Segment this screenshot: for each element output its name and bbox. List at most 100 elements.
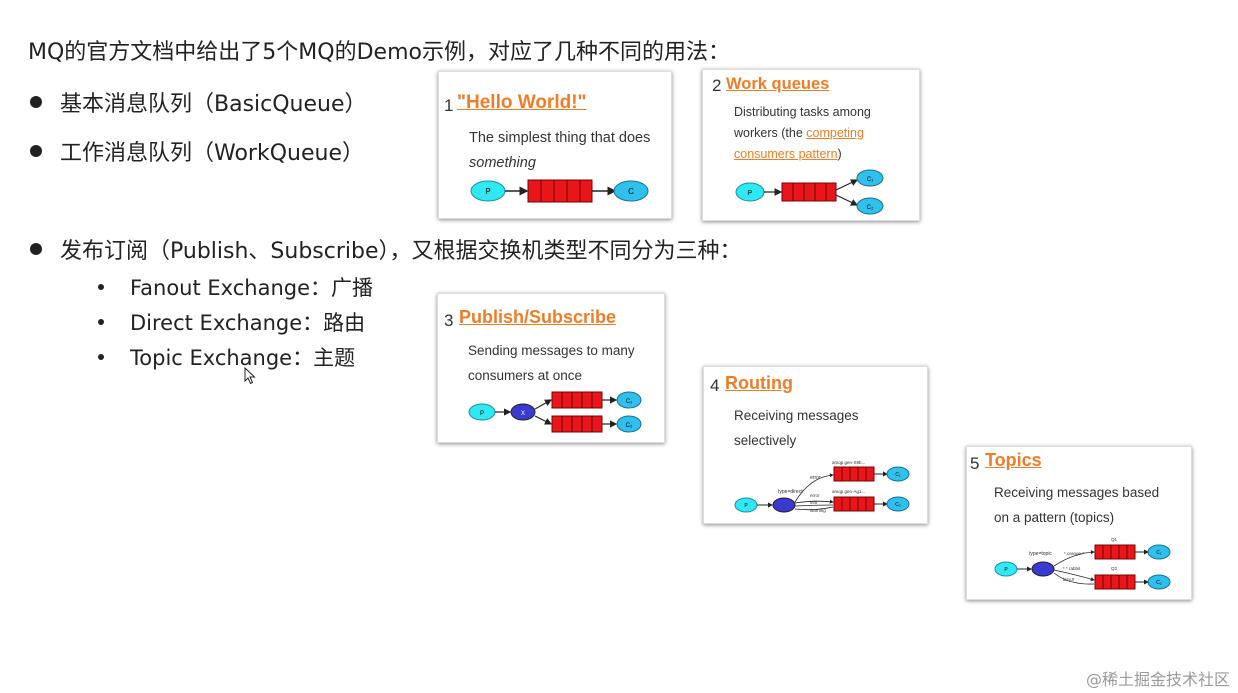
bullet-work-queue: 工作消息队列（WorkQueue）: [30, 135, 364, 167]
binding-arrow: [794, 506, 834, 511]
card-text: workers (the: [734, 126, 807, 140]
card-title-link[interactable]: Routing: [725, 373, 793, 393]
topic-type-label: type=topic: [1029, 551, 1052, 557]
card-description-line: workers (the competing: [734, 123, 864, 144]
producer-label: P: [1004, 567, 1008, 573]
card-publish-subscribe: 3 Publish/Subscribe Sending messages to …: [437, 293, 665, 443]
binding-label: info: [810, 500, 818, 505]
consumer-node: [616, 391, 642, 409]
card-description: consumers at once: [468, 368, 583, 383]
queue-name-label: amqp.gen-S9b...: [832, 460, 865, 465]
consumer-node: [856, 197, 884, 215]
consumer-node: [1147, 544, 1171, 560]
queue: [551, 415, 603, 433]
card-title-link[interactable]: "Hello World!": [457, 92, 587, 113]
card-hello-world: 1 "Hello World!" The simplest thing that…: [438, 71, 672, 219]
consumer-label: C₁: [867, 177, 873, 183]
queue: [527, 179, 593, 203]
card-description-italic: something: [469, 155, 536, 171]
card-number: 3: [444, 311, 454, 330]
consumers-pattern-link[interactable]: consumers pattern: [734, 147, 838, 161]
work-queues-diagram: P C₁ C₂: [735, 169, 884, 215]
binding-arrow: [794, 473, 834, 503]
card-title-link[interactable]: Publish/Subscribe: [459, 307, 617, 327]
bullet-basic-queue: 基本消息队列（BasicQueue）: [30, 86, 367, 118]
producer-label: P: [485, 187, 490, 196]
sub-bullet-text: Topic Exchange：主题: [130, 346, 356, 370]
sub-bullet-dot: [98, 319, 104, 325]
bullet-text: 工作消息队列（WorkQueue）: [60, 141, 364, 166]
slide-heading: MQ的官方文档中给出了5个MQ的Demo示例，对应了几种不同的用法：: [28, 40, 730, 65]
queue: [1094, 544, 1136, 560]
exchange-label: X: [521, 411, 525, 417]
card-work-queues: 2 Work queues Distributing tasks among w…: [702, 69, 920, 221]
routing-diagram: P type=direct error error info warning a…: [734, 460, 910, 513]
consumer-label: C₁: [895, 472, 901, 478]
arrow: [835, 194, 859, 206]
binding-arrow: [794, 504, 834, 507]
bullet-dot: [30, 243, 42, 255]
consumer-label: C₂: [626, 423, 633, 429]
publish-subscribe-diagram: P X C₁ C₂: [468, 391, 642, 433]
queue-name-label: Q2: [1111, 566, 1118, 571]
consumer-node: [616, 415, 642, 433]
card-description: Receiving messages based: [994, 485, 1160, 500]
queue: [781, 182, 837, 202]
sub-bullet-text: Direct Exchange：路由: [130, 311, 366, 335]
binding-label: *.*.rabbit: [1063, 566, 1081, 571]
producer-label: P: [480, 411, 484, 417]
binding-label: warning: [810, 508, 826, 513]
queue: [551, 391, 603, 409]
card-description: Sending messages to many: [468, 343, 635, 358]
consumer-node: [856, 169, 884, 187]
consumer-label: C₂: [1156, 580, 1162, 586]
consumer-node: [886, 466, 910, 482]
producer-label: P: [748, 190, 753, 197]
arrow: [534, 399, 553, 410]
bullet-text: 发布订阅（Publish、Subscribe），又根据交换机类型不同分为三种：: [60, 239, 742, 264]
competing-link[interactable]: competing: [806, 126, 864, 140]
card-routing: 4 Routing Receiving messages selectively…: [703, 366, 928, 524]
card-number: 2: [712, 76, 722, 95]
binding-arrow: [794, 499, 834, 504]
consumer-label: C₁: [626, 399, 632, 405]
bullet-text: 基本消息队列（BasicQueue）: [60, 92, 367, 117]
card-title-link[interactable]: Topics: [985, 450, 1042, 470]
bullet-dot: [30, 145, 42, 157]
card-description-line: consumers pattern): [734, 144, 842, 165]
consumer-label: C: [628, 187, 634, 196]
consumer-node: [613, 180, 649, 202]
queue: [833, 496, 875, 512]
sub-bullet-text: Fanout Exchange：广播: [130, 276, 374, 300]
arrow: [835, 179, 859, 191]
hello-world-diagram: P C: [470, 179, 649, 203]
binding-label: *.orange.*: [1064, 551, 1084, 556]
sub-bullet-dot: [98, 354, 104, 360]
consumer-label: C₂: [867, 205, 874, 211]
card-number: 5: [970, 454, 980, 473]
card-title-link[interactable]: Work queues: [726, 75, 830, 93]
exchange-node: [510, 403, 536, 421]
consumer-node: [886, 496, 910, 512]
bullet-dot: [30, 96, 42, 108]
sub-bullet-topic: Topic Exchange：主题: [98, 342, 355, 372]
card-description: on a pattern (topics): [994, 510, 1115, 525]
queue: [833, 466, 875, 482]
card-description: The simplest thing that does: [469, 130, 651, 146]
sub-bullet-dot: [98, 284, 104, 290]
card-number: 1: [444, 96, 454, 115]
producer-label: P: [744, 503, 748, 509]
sub-bullet-direct: Direct Exchange：路由: [98, 307, 365, 337]
exchange-node: [772, 497, 796, 513]
binding-label: lazy.#: [1063, 577, 1075, 582]
binding-arrow: [1053, 550, 1095, 567]
bullet-publish-subscribe: 发布订阅（Publish、Subscribe），又根据交换机类型不同分为三种：: [30, 233, 742, 265]
card-description: selectively: [734, 433, 797, 448]
queue-name-label: Q1: [1111, 537, 1118, 542]
queue: [1094, 574, 1136, 590]
binding-label: error: [810, 493, 820, 498]
routing-type-label: type=direct: [778, 489, 803, 495]
mouse-cursor-icon: [244, 367, 256, 385]
sub-bullet-fanout: Fanout Exchange：广播: [98, 272, 373, 302]
card-description: Distributing tasks among: [734, 105, 871, 119]
